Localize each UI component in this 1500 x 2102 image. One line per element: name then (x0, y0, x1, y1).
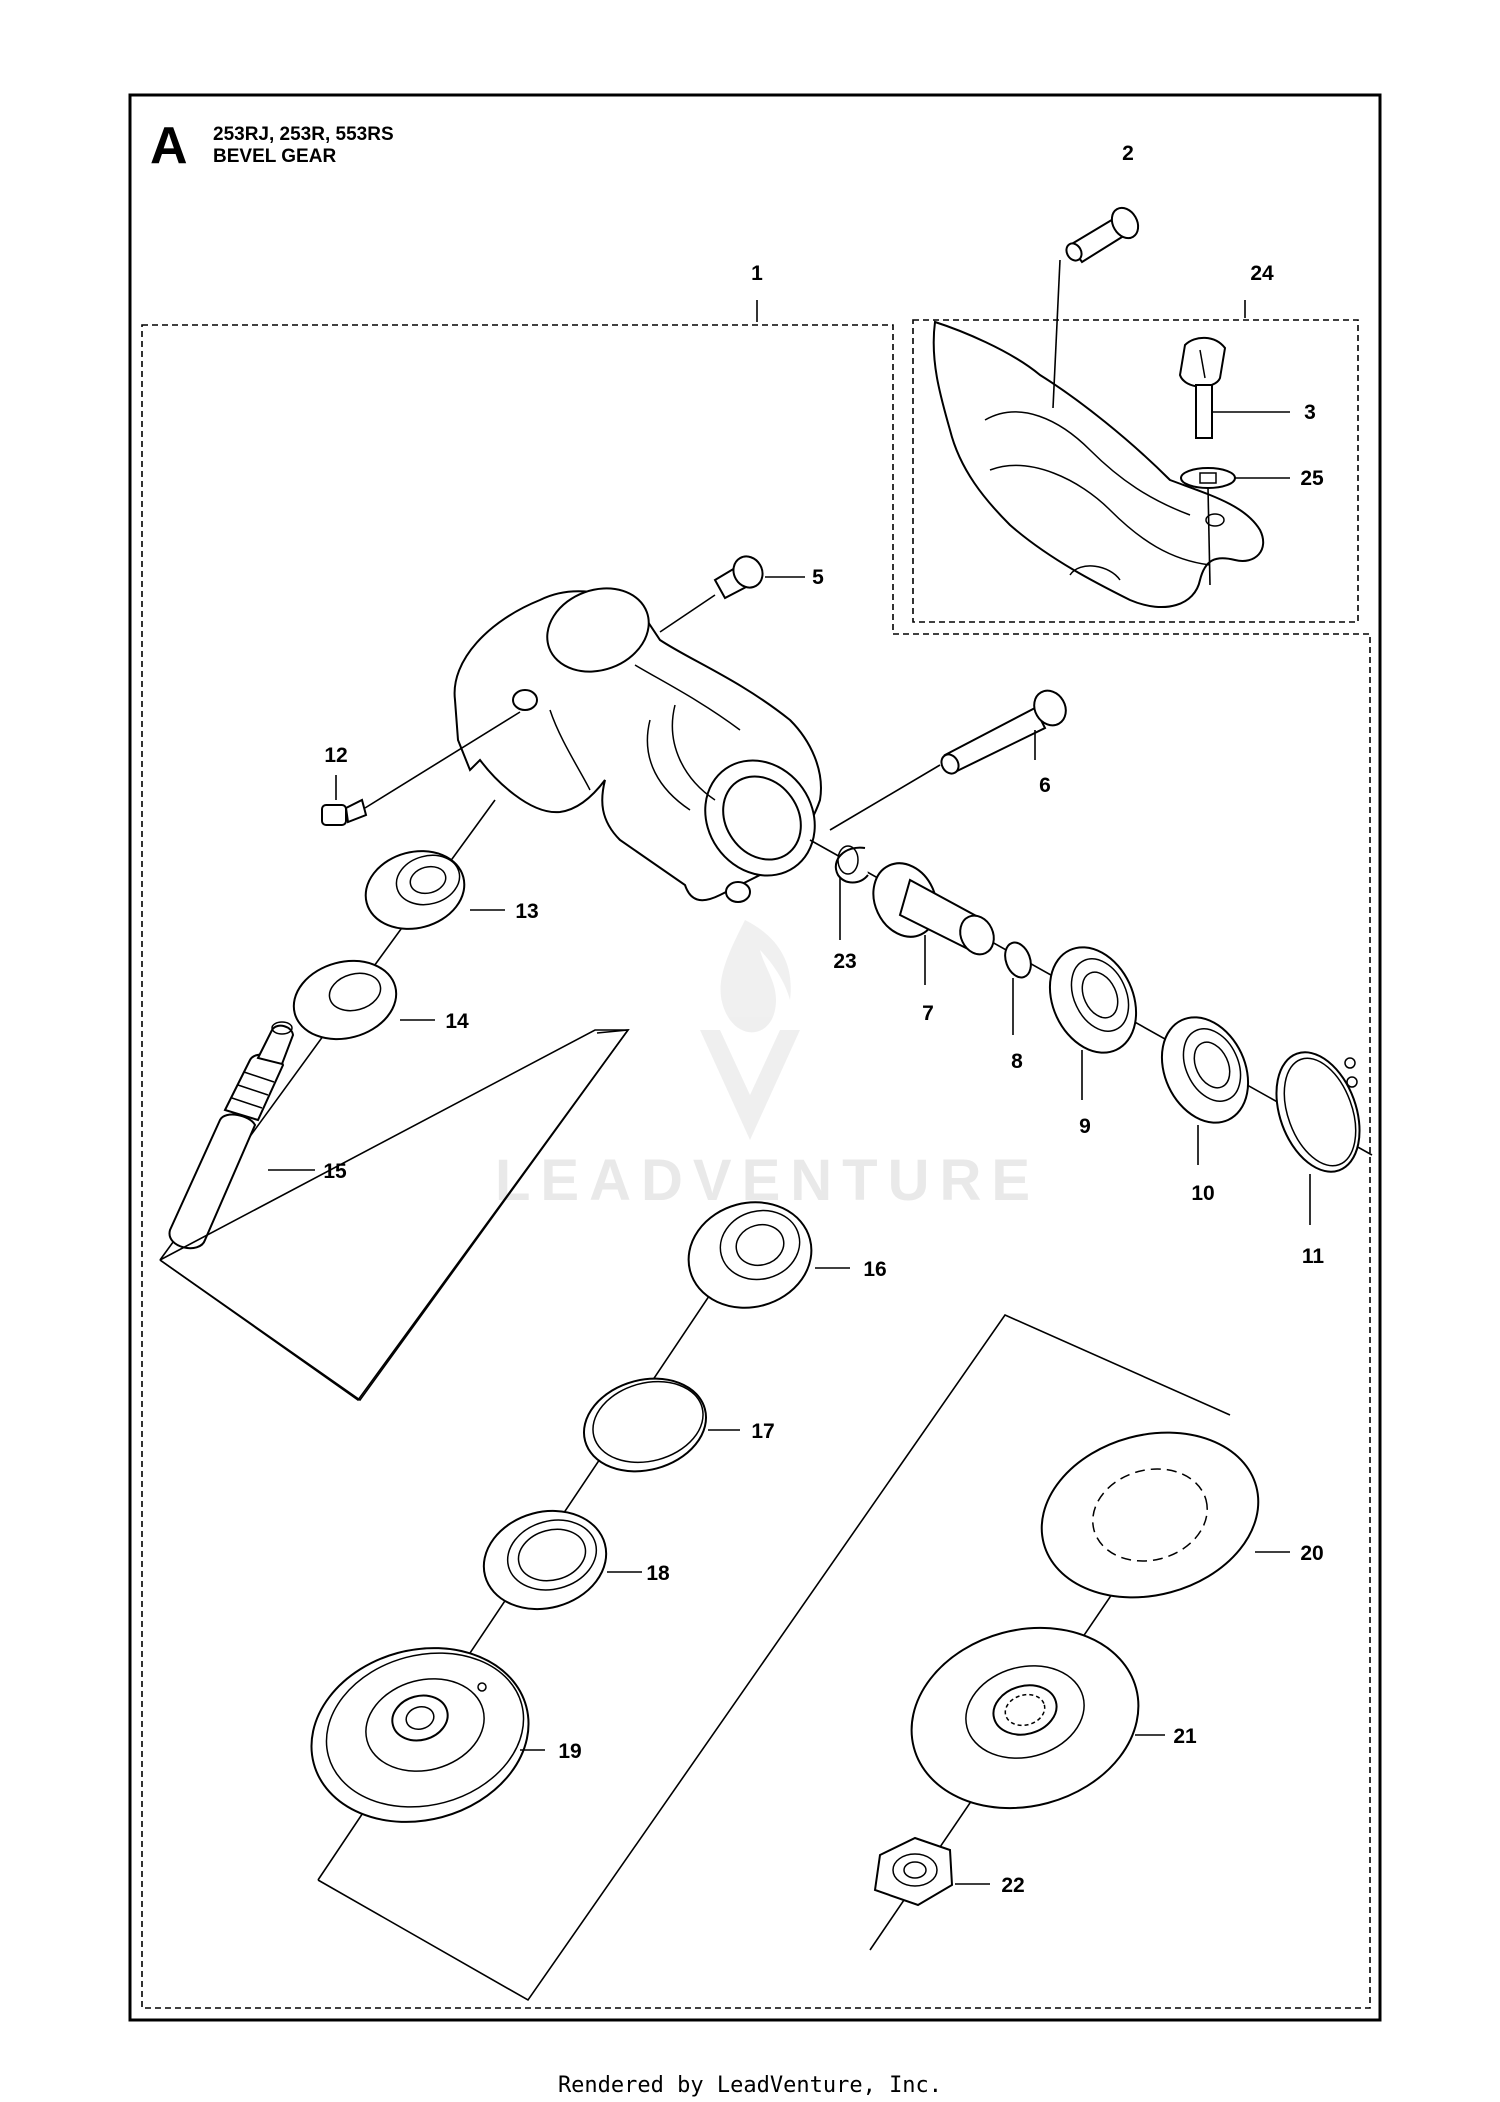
callout-16[interactable]: 16 (863, 1258, 886, 1281)
callout-15[interactable]: 15 (323, 1160, 347, 1183)
part-gear-housing[interactable] (453, 575, 837, 903)
part-seal-14[interactable] (285, 950, 405, 1050)
callout-3[interactable]: 3 (1304, 401, 1316, 424)
callout-14[interactable]: 14 (445, 1010, 469, 1033)
callout-2[interactable]: 2 (1122, 142, 1134, 165)
part-circlip-11[interactable] (1261, 1041, 1375, 1184)
group-box-housing (141, 324, 1371, 2009)
diagram-title: BEVEL GEAR (213, 146, 336, 167)
callout-13[interactable]: 13 (515, 900, 538, 923)
group-box-guard (912, 319, 1359, 623)
part-thrust-washer-21[interactable] (891, 1603, 1159, 1833)
part-washer-25[interactable] (1180, 467, 1236, 489)
diagram-frame (128, 93, 1382, 2022)
part-bearing-13[interactable] (357, 840, 473, 939)
part-bearing-16[interactable] (677, 1189, 824, 1322)
part-nut-22[interactable] (873, 1836, 954, 1907)
part-circlip-17[interactable] (573, 1365, 716, 1484)
callout-18[interactable]: 18 (646, 1562, 670, 1585)
part-circlip-8[interactable] (1001, 939, 1036, 981)
callout-17[interactable]: 17 (751, 1420, 774, 1443)
part-pinion-shaft-15[interactable] (168, 1021, 295, 1250)
part-guard[interactable] (932, 320, 1265, 609)
part-bearing-10[interactable] (1146, 1003, 1265, 1137)
callout-7[interactable]: 7 (922, 1002, 934, 1025)
group-box-lower (317, 1314, 1231, 2002)
callout-19[interactable]: 19 (558, 1740, 581, 1763)
callout-12[interactable]: 12 (324, 744, 347, 767)
callout-10[interactable]: 10 (1191, 1182, 1214, 1205)
callout-22[interactable]: 22 (1001, 1874, 1024, 1897)
callout-1[interactable]: 1 (751, 262, 763, 285)
callout-11[interactable]: 11 (1302, 1245, 1325, 1268)
part-bevel-gear-19[interactable] (292, 1624, 549, 1845)
part-screw-3[interactable] (1178, 336, 1227, 439)
model-list: 253RJ, 253R, 553RS (213, 124, 394, 145)
group-box-shaft (159, 1029, 630, 1402)
section-letter: A (150, 117, 188, 175)
part-bearing-9[interactable] (1034, 933, 1153, 1067)
part-support-cup-20[interactable] (1023, 1409, 1277, 1620)
footer-credit: Rendered by LeadVenture, Inc. (558, 2073, 942, 2098)
callout-9[interactable]: 9 (1079, 1115, 1091, 1138)
part-bolt-6[interactable] (938, 685, 1072, 777)
part-seal-18[interactable] (473, 1498, 618, 1623)
watermark-logo (700, 920, 800, 1140)
callout-21[interactable]: 21 (1173, 1725, 1197, 1748)
callout-20[interactable]: 20 (1300, 1542, 1323, 1565)
part-screw-12[interactable] (321, 798, 368, 826)
part-bolt-2[interactable] (1063, 203, 1143, 264)
part-circlip-23[interactable] (835, 845, 869, 884)
callout-25[interactable]: 25 (1300, 467, 1324, 490)
callout-8[interactable]: 8 (1011, 1050, 1023, 1073)
callout-5[interactable]: 5 (812, 566, 824, 589)
callout-23[interactable]: 23 (833, 950, 856, 973)
part-bearing-tube-7[interactable] (862, 853, 1000, 960)
callout-24[interactable]: 24 (1250, 262, 1274, 285)
part-screw-5[interactable] (713, 551, 768, 600)
callout-6[interactable]: 6 (1039, 774, 1051, 797)
